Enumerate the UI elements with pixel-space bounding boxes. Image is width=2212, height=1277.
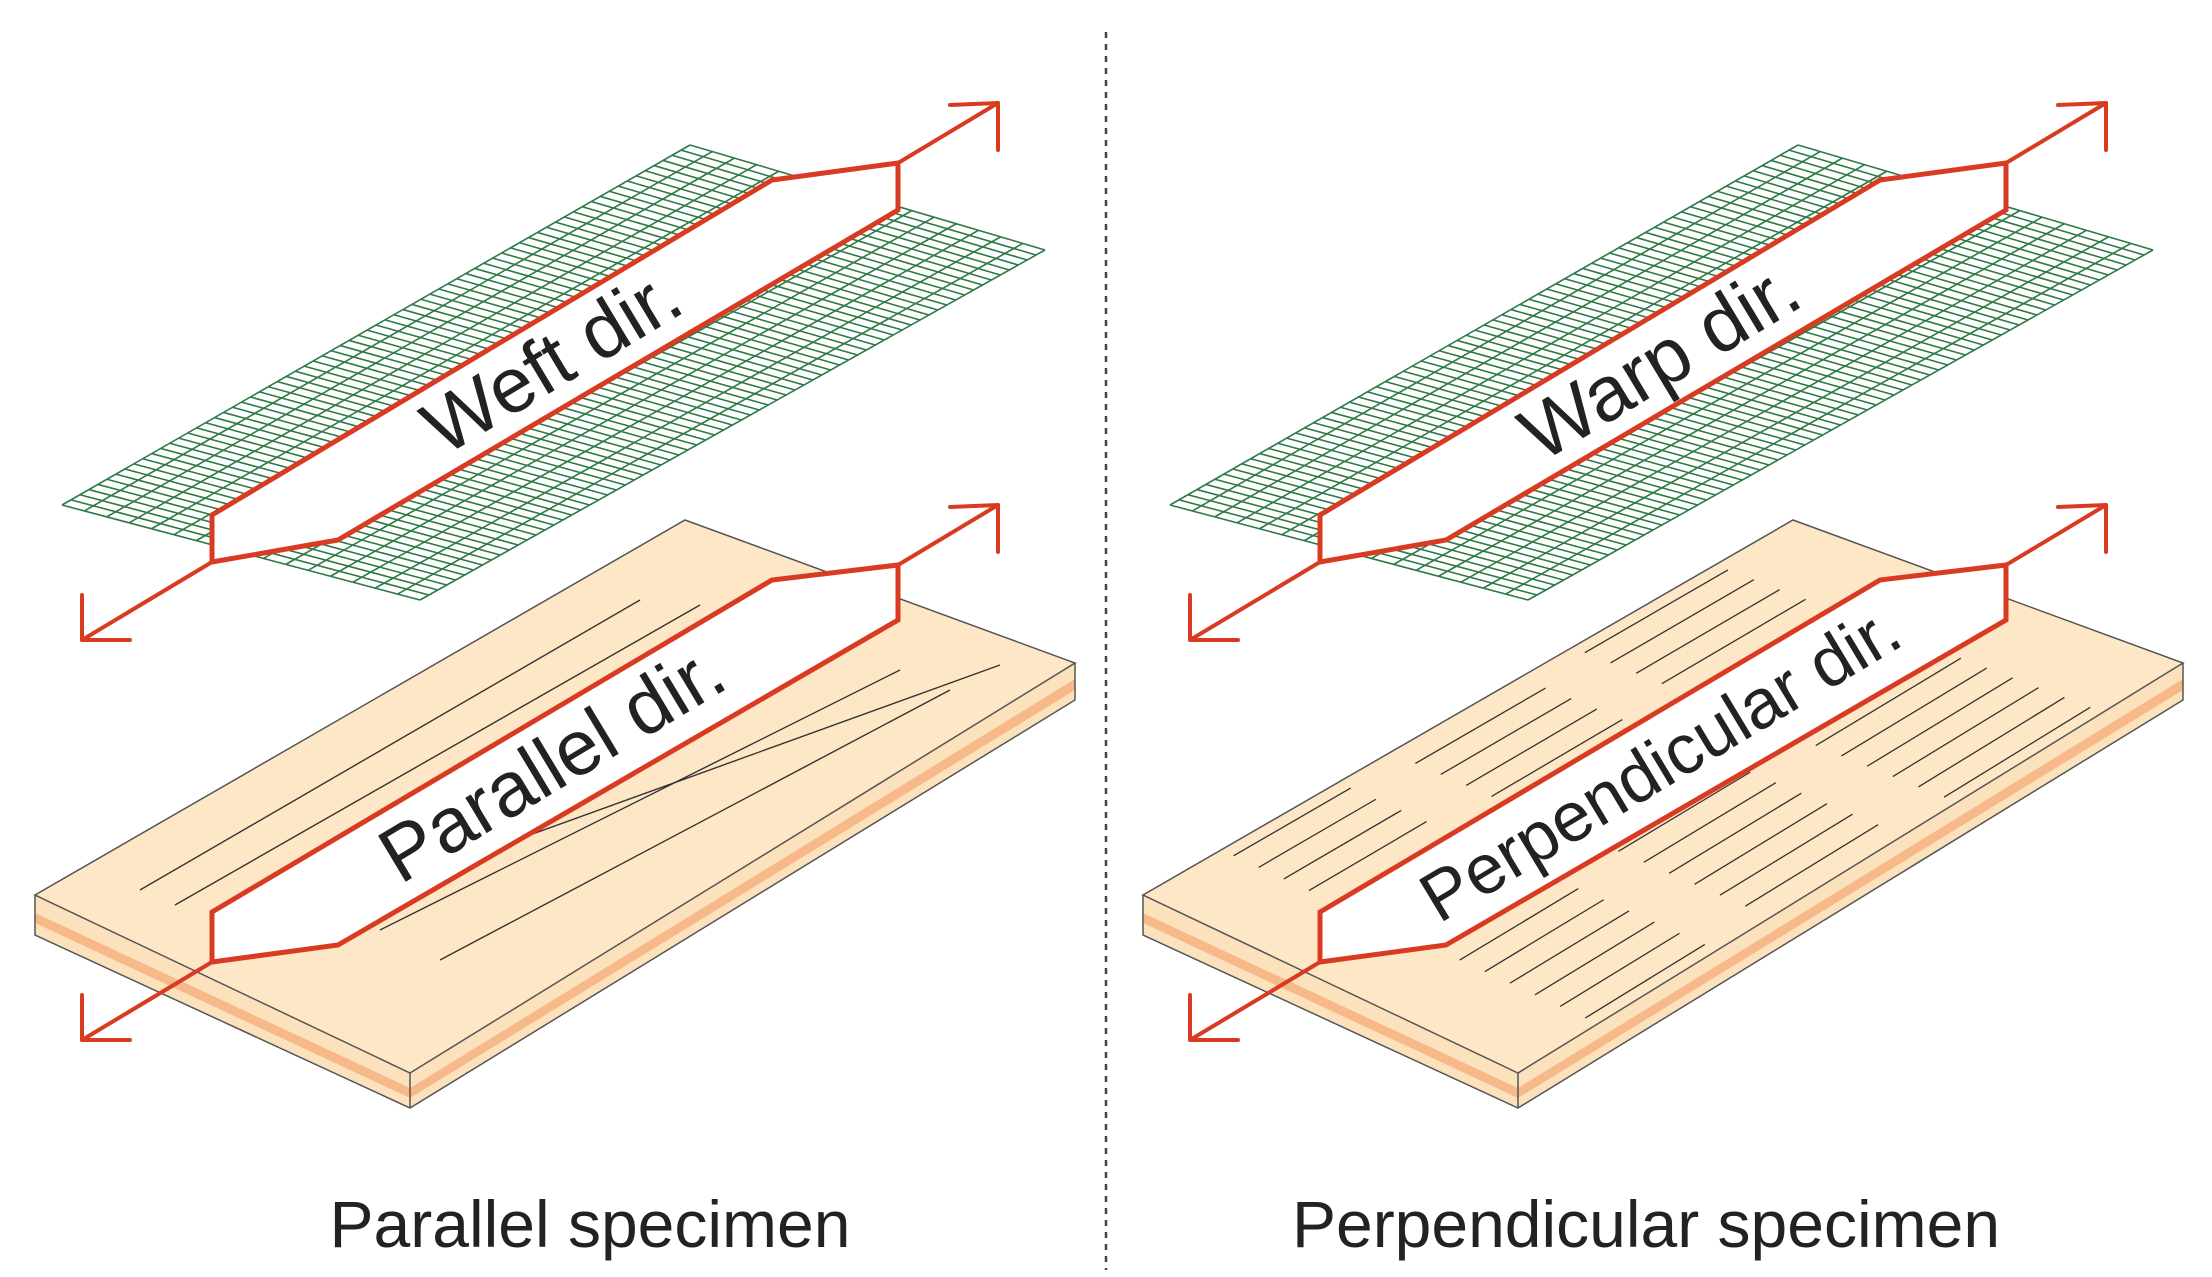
grain-line (1459, 888, 1579, 961)
grain-line (1719, 813, 1853, 896)
grain-line (1308, 821, 1427, 892)
grain-line (1643, 782, 1777, 863)
grain-line (1610, 579, 1755, 664)
parallel-specimen-panel: Weft dir. Parallel dir. Parallel specime… (33, 101, 1077, 1261)
grain-line (1668, 792, 1802, 874)
grain-line (1534, 921, 1655, 996)
grain-line (1258, 798, 1377, 868)
grain-line (1415, 687, 1546, 765)
grain-line (1559, 932, 1680, 1007)
board-side-middle-layer (1518, 679, 2183, 1098)
grain-line (1584, 943, 1706, 1019)
tensile-load-arrows (1188, 101, 2108, 1042)
panel-caption: Perpendicular specimen (1292, 1187, 2000, 1261)
grain-line (1918, 696, 2065, 788)
grain-line (1744, 824, 1879, 907)
grain-line (1943, 706, 2091, 798)
grain-line (1584, 569, 1729, 654)
grain-line (1283, 809, 1402, 880)
grain-line (1509, 910, 1630, 984)
grain-line (1815, 657, 1962, 747)
board-side-middle-layer (410, 679, 1075, 1098)
perpendicular-specimen-panel: Warp dir. Perpendicular dir. Perpendicul… (1141, 101, 2185, 1261)
board-front-middle-layer (35, 913, 410, 1098)
grain-line (1635, 588, 1781, 674)
grain-line (1491, 718, 1623, 797)
grain-line (1892, 687, 2039, 778)
grain-line (1866, 677, 2013, 767)
grain-line (1465, 708, 1598, 787)
panel-caption: Parallel specimen (330, 1187, 851, 1261)
grain-line (1233, 787, 1351, 857)
grain-line (1618, 771, 1751, 852)
grain-line (1440, 697, 1572, 776)
grain-line (1484, 899, 1604, 973)
grain-line (1661, 598, 1806, 685)
tensile-load-arrows (80, 101, 1000, 1042)
grain-line (1694, 803, 1828, 885)
board-front-middle-layer (1143, 913, 1518, 1098)
grain-line (1841, 667, 1988, 757)
